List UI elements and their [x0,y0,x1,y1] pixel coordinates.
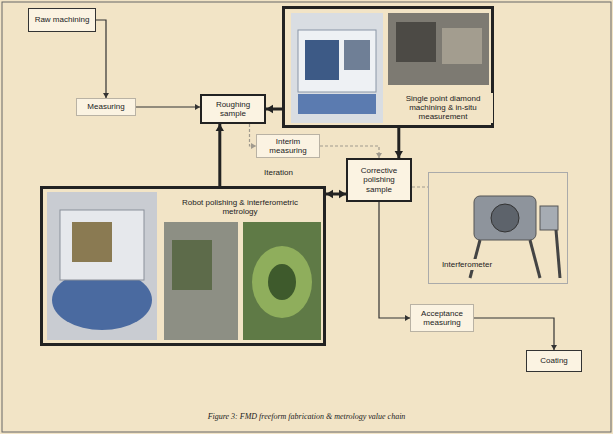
polishing-photo [47,192,321,340]
measuring-box: Measuring [76,98,136,116]
measuring-box: Interim measuring [256,134,320,158]
connector-arrow [96,20,109,98]
connector-line [412,186,428,187]
connector-arrow [326,190,346,198]
box-label: Interim measuring [260,137,316,155]
connector-arrow [216,124,224,186]
interferometer-panel: Interferometer [428,172,568,284]
box-label: Robot polishing & interferometric metrol… [163,197,317,217]
process-box: Raw machining [28,8,96,32]
box-label: Measuring [87,102,124,111]
connector-arrow [320,146,382,158]
box-label: Corrective polishing sample [351,166,407,194]
connector-line [96,20,106,98]
connector-arrow [379,202,410,321]
connector-arrow [136,104,200,110]
connector-arrow [395,128,403,158]
box-label: Raw machining [35,15,90,24]
box-label: Interferometer [435,259,499,270]
box-label: Coating [540,356,568,365]
note-label: Iteration [262,168,295,177]
box-label: Single point diamond machining & in-situ… [393,93,493,123]
arrowhead [216,124,224,131]
arrowhead [395,151,403,158]
box-label: Roughing sample [205,100,261,118]
figure-caption: Figure 3: FMD freeform fabrication & met… [20,412,593,421]
connector-line [218,124,221,186]
connector-arrow [474,318,557,350]
connector-line [136,106,200,107]
connector-line [320,146,379,158]
connector-line [474,318,554,350]
machine-panel: Single point diamond machining & in-situ… [282,6,494,128]
sample-box: Corrective polishing sample [346,158,412,202]
arrowhead [266,105,273,113]
connector-arrow [412,187,428,188]
sample-box: Roughing sample [200,94,266,124]
arrowhead [339,190,346,198]
polishing-panel: Robot polishing & interferometric metrol… [40,186,326,346]
measuring-box: Acceptance measuring [410,304,474,332]
box-label: Acceptance measuring [414,309,470,327]
connector-line [379,202,410,318]
arrowhead [326,190,333,198]
connector-arrow [266,105,282,113]
process-box: Coating [526,350,582,372]
